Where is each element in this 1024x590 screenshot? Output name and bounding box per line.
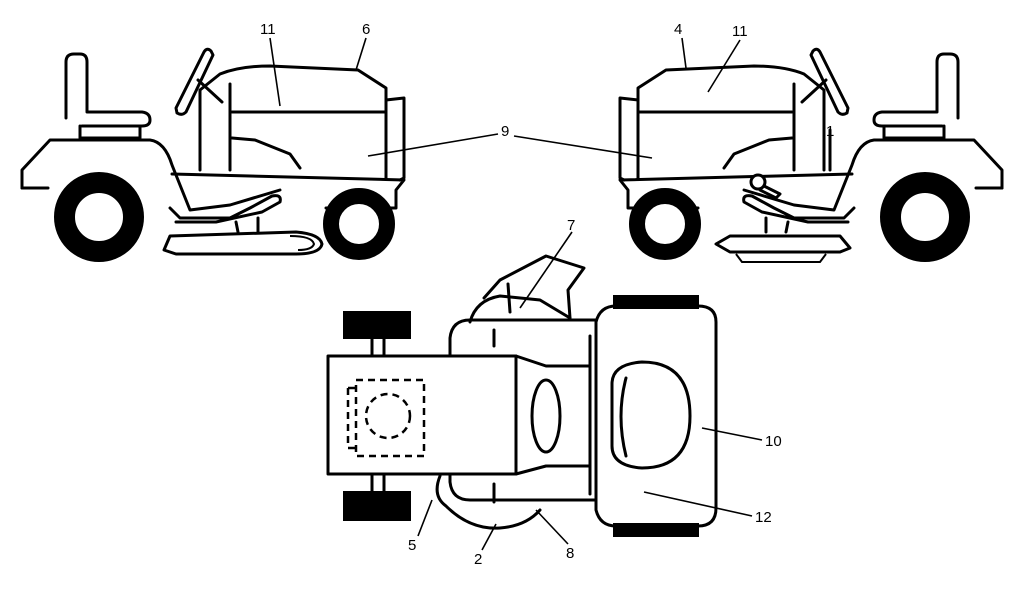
top-rear-body [594,304,718,528]
top-discharge-chute [482,254,586,320]
right-footrest [742,194,856,224]
callout-12: 12 [755,509,772,526]
top-seat [610,360,692,470]
right-seat-base [882,124,946,140]
top-blade-housing [435,474,542,530]
top-dash [514,354,592,476]
leader-11-right [707,39,741,93]
leader-2 [481,523,497,551]
leader-4 [681,37,687,69]
callout-1: 1 [826,123,834,140]
callout-9: 9 [501,123,509,140]
top-rear-right-wheel [613,523,699,537]
callout-6: 6 [362,21,370,38]
right-lever-knob [749,173,767,191]
callout-8: 8 [566,545,574,562]
right-mower-deck [714,234,852,254]
right-side-view [618,47,1004,263]
right-seat [872,52,960,128]
right-steering-wheel [809,47,850,116]
leader-12 [643,491,753,517]
callout-2: 2 [474,551,482,568]
callout-5: 5 [408,537,416,554]
top-rear-left-wheel [613,295,699,309]
left-footrest [168,194,282,224]
leader-9-right [513,135,653,159]
callout-7: 7 [567,217,575,234]
leader-9-left [367,133,499,157]
callout-10: 10 [765,433,782,450]
right-rear-fender [742,138,1004,212]
leader-lines [269,37,831,551]
callout-labels: 11 6 4 11 9 1 7 10 12 5 2 8 [260,21,834,568]
left-rear-fender [20,138,282,212]
left-seat-base [78,124,142,140]
left-mower-deck [162,230,324,256]
left-steering-wheel [174,47,215,116]
callout-11-left: 11 [260,21,276,38]
left-side-view [20,47,406,262]
top-front-left-wheel [343,311,411,339]
leader-11-left [269,37,281,107]
top-front-right-wheel [343,491,411,521]
leader-6 [355,37,367,71]
left-seat [64,52,152,128]
top-view [326,254,718,537]
leader-5 [417,499,433,537]
callout-4: 4 [674,21,682,38]
leader-10 [701,427,763,441]
callout-11-right: 11 [732,23,748,40]
leader-7 [519,231,573,309]
leader-8 [535,509,569,545]
left-steering-column [196,78,224,104]
